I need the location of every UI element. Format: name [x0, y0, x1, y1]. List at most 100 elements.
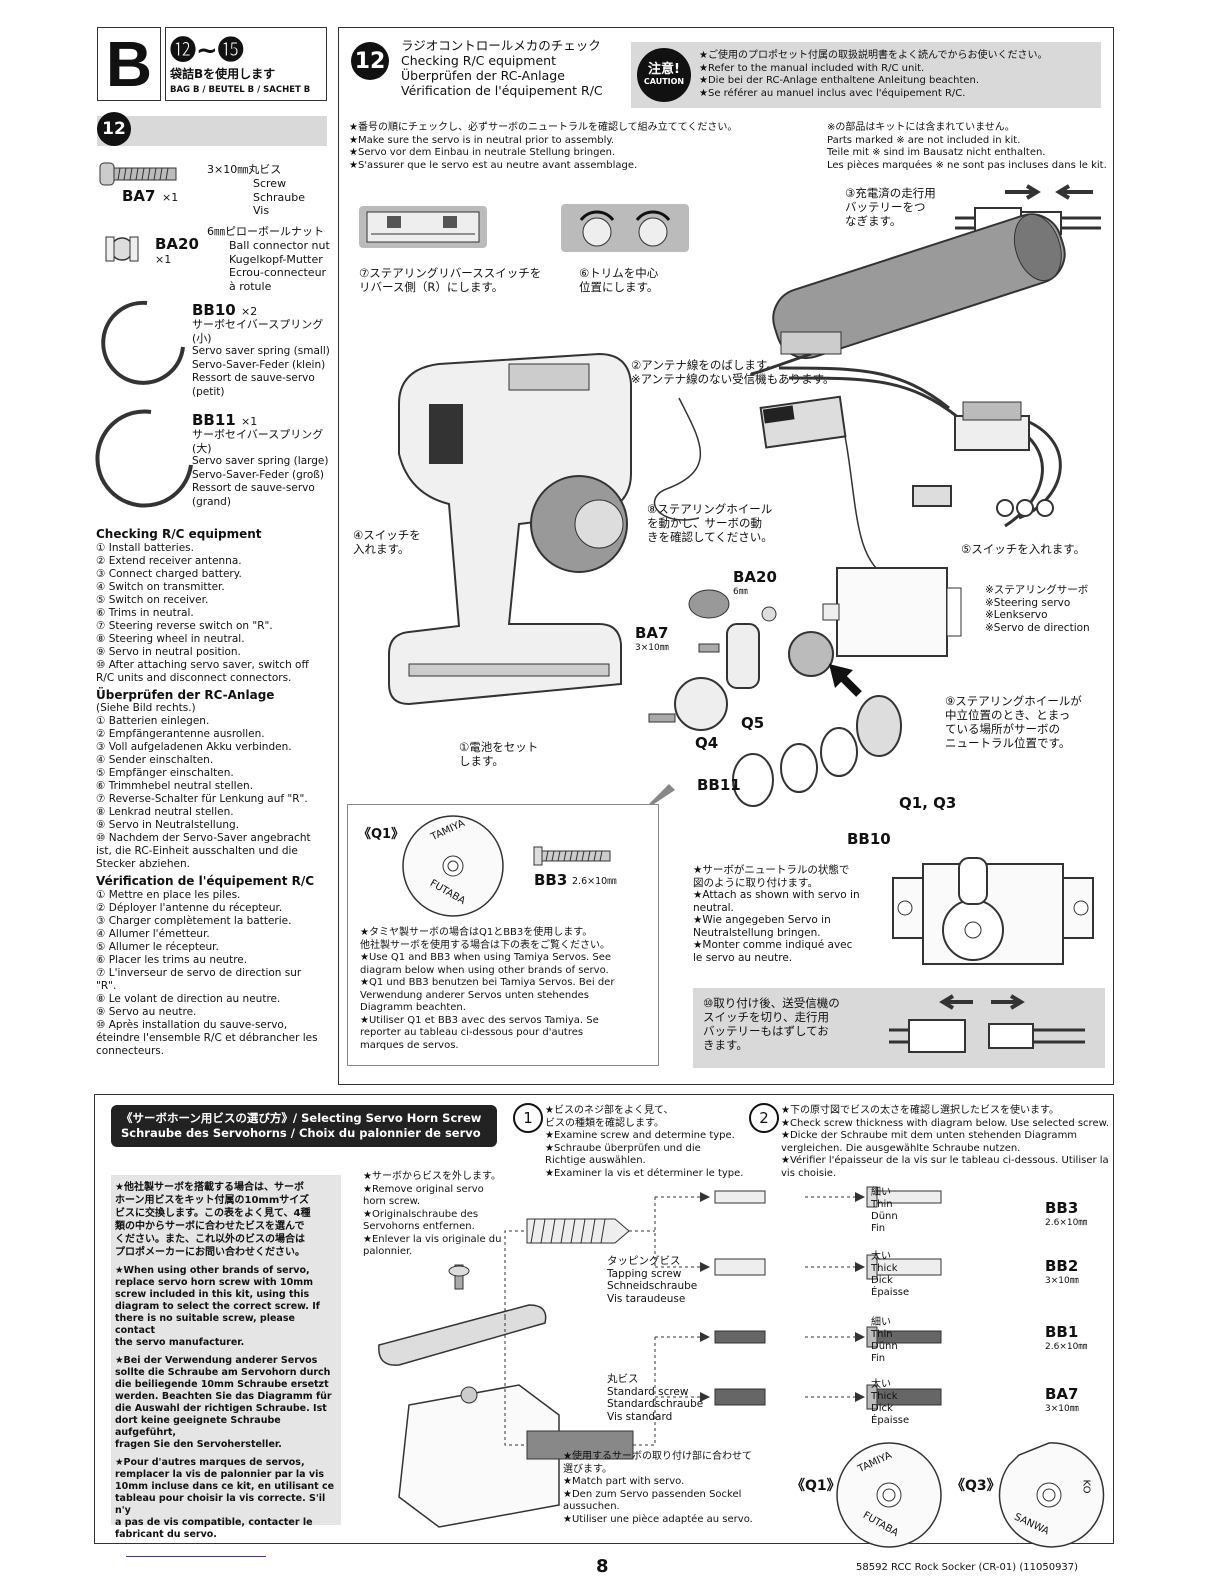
- part-code-bb11: BB11: [192, 411, 236, 429]
- check-title-de: Überprüfen der RC-Anlage: [96, 687, 275, 702]
- label-ba20-size: 6㎜: [733, 587, 748, 597]
- left-step-bar: 12: [97, 112, 327, 146]
- trim-knobs-illustration: [561, 204, 689, 252]
- part-qty-bb11: ×1: [241, 415, 258, 428]
- part-qty-bb10: ×2: [241, 305, 258, 318]
- label-bb11: BB11: [697, 776, 741, 794]
- callout-1: ①電池をセット します。: [459, 740, 539, 768]
- footer-rule: [126, 1556, 266, 1557]
- receiver-illustration: [759, 395, 847, 449]
- step1-number: 1: [513, 1103, 543, 1133]
- intro-de: ★Bei der Verwendung anderer Servos sollt…: [115, 1355, 332, 1450]
- result-code-bb2: BB2: [1045, 1257, 1079, 1275]
- bag-title-multi: BAG B / BEUTEL B / SACHET B: [170, 85, 311, 95]
- page-number: 8: [596, 1556, 609, 1577]
- callout-9: ⑨ステアリングホイールが 中立位置のとき、とまっ ている場所がサーボの ニュート…: [945, 694, 1082, 750]
- spring-large-bb11-icon: [95, 409, 193, 508]
- servo-horn-illustration: [378, 1264, 560, 1528]
- step1-text: ★ビスのネジ部をよく見て、 ビスの種類を確認します。 ★Examine scre…: [545, 1105, 744, 1179]
- bag-title-jp: 袋詰Bを使用します: [170, 67, 276, 81]
- check-lists: Checking R/C equipment ① Install batteri…: [96, 527, 336, 1058]
- label-bb10: BB10: [847, 830, 891, 848]
- bag-letter: B: [105, 28, 153, 100]
- intro-jp: ★他社製サーボを搭載する場合は、サーボ ホーン用ビスをキット付属の10mmサイズ…: [115, 1182, 311, 1258]
- part-desc-bb11: Servo saver spring (large) Servo-Saver-F…: [192, 455, 329, 508]
- tapping-screw-label: タッピングビス Tapping screw Schneidschraube Vi…: [607, 1255, 698, 1305]
- q1-tag: 《Q1》: [358, 827, 405, 842]
- standard-screw-label: 丸ビス Standard screw Standardschraube Vis …: [607, 1373, 704, 1423]
- label-q1q3: Q1, Q3: [899, 794, 957, 812]
- steering-servo-illustration: [822, 567, 962, 657]
- intro-en: ★When using other brands of servo, repla…: [115, 1265, 320, 1348]
- check-title-en: Checking R/C equipment: [96, 527, 262, 541]
- spring-small-bb10-icon: [101, 300, 185, 385]
- remove-screw-note: ★サーボからビスを外します。 ★Remove original servo ho…: [363, 1171, 502, 1257]
- caution-badge: 注意! CAUTION: [637, 48, 691, 102]
- part-size-bb11: サーボセイバースプリング (大): [192, 428, 324, 455]
- part-desc-ba7: Screw Schraube Vis: [253, 177, 305, 217]
- bottom-q1-tag: 《Q1》: [791, 1478, 841, 1494]
- callout-2: ②アンテナ線をのばします。 ※アンテナ線のない受信機もあります。: [631, 358, 835, 386]
- part-code-bb10: BB10: [192, 301, 236, 319]
- battery-pack-illustration: [750, 213, 1066, 376]
- esc-illustration: [954, 401, 1030, 451]
- bag-info-box: ⓬~⓯ 袋詰Bを使用します BAG B / BEUTEL B / SACHET …: [165, 27, 327, 101]
- screw-selection-diagram: [504, 1186, 942, 1460]
- bottom-q3-ko: KO: [1080, 1479, 1092, 1494]
- match-note: ★使用するサーボの取り付け部に合わせて 選びます。 ★Match part wi…: [563, 1451, 753, 1525]
- q1-bb3-size: 2.6×10㎜: [572, 876, 617, 887]
- part-qty-ba7: ×1: [162, 191, 179, 204]
- result-code-bb3: BB3: [1045, 1199, 1079, 1217]
- servo-horn-panel: 《サーボホーン用ビスの選び方》/ Selecting Servo Horn Sc…: [94, 1094, 1114, 1548]
- q1-info-box: 《Q1》 TAMIYA FUTABA BB3 2.6×10㎜ ★タミヤ製サーボの…: [347, 804, 659, 1066]
- caution-box: 注意! CAUTION ★ご使用のプロポセット付属の取扱説明書をよく読んでからお…: [631, 42, 1101, 108]
- label-ba20: BA20: [733, 568, 777, 586]
- transmitter-illustration: [388, 352, 632, 706]
- step12-panel: 12 ラジオコントロールメカのチェック Checking R/C equipme…: [338, 27, 1114, 1085]
- result-code-ba7: BA7: [1045, 1385, 1079, 1403]
- result-size-ba7: 3×10㎜: [1045, 1404, 1079, 1414]
- servo-horn-header: 《サーボホーン用ビスの選び方》/ Selecting Servo Horn Sc…: [111, 1105, 497, 1147]
- bottom-q3-disc: [998, 1442, 1105, 1548]
- callout-7: ⑦ステアリングリバーススイッチを リバース側（R）にします。: [359, 266, 542, 294]
- result-size-bb1: 2.6×10㎜: [1045, 1342, 1088, 1352]
- screw-bb3-icon: [533, 846, 611, 866]
- callout-3: ③充電済の走行用 バッテリーをつ なぎます。: [845, 186, 936, 228]
- check-title-fr: Vérification de l'équipement R/C: [96, 874, 315, 888]
- bottom-q3-tag: 《Q3》: [951, 1478, 1001, 1494]
- part-code-ba7: BA7: [122, 187, 156, 205]
- connect-arrows-icon: [1005, 184, 1093, 200]
- parts-list: BA7 ×1 3×10㎜丸ビス Screw Schraube Vis BA20 …: [95, 155, 335, 515]
- part-desc-bb10: Servo saver spring (small) Servo-Saver-F…: [192, 345, 330, 398]
- q1-bb3-code: BB3: [534, 871, 568, 889]
- footer-reference: 58592 RCC Rock Socker (CR-01) (11050937): [856, 1562, 1079, 1573]
- label-q5: Q5: [741, 714, 765, 732]
- callout-6: ⑥トリムを中心 位置にします。: [579, 266, 659, 294]
- q1-info-text: ★タミヤ製サーボの場合はQ1とBB3を使用します。 他社製サーボを使用する場合は…: [360, 927, 615, 1051]
- reverse-switch-illustration: [359, 206, 487, 248]
- part-qty-ba20: ×1: [155, 253, 172, 266]
- thin-label-2: 細い Thin Dünn Fin: [871, 1317, 898, 1364]
- note-left: ★番号の順にチェックし、必ずサーボのニュートラルを確認して組み立ててください。 …: [349, 122, 738, 171]
- callout-10: ⑩取り付け後、送受信機の スイッチを切り、走行用 バッテリーもはずしてお きます…: [703, 996, 840, 1052]
- part-code-ba20: BA20: [155, 235, 199, 253]
- intro-column: ★他社製サーボを搭載する場合は、サーボ ホーン用ビスをキット付属の10mmサイズ…: [111, 1175, 341, 1540]
- callout-5: ⑤スイッチを入れます。: [961, 542, 1086, 556]
- step-range: ⓬~⓯: [170, 36, 244, 66]
- bag-letter-box: B: [97, 27, 161, 101]
- attach-note: ★サーボがニュートラルの状態で 図のように取り付けます。 ★Attach as …: [693, 864, 860, 964]
- q1-disc-illustration: [402, 815, 504, 917]
- motor-connectors-icon: [996, 499, 1054, 517]
- disconnect-connector-icon: [889, 1019, 1085, 1053]
- result-size-bb3: 2.6×10㎜: [1045, 1218, 1088, 1228]
- bag-header: B ⓬~⓯ 袋詰Bを使用します BAG B / BEUTEL B / SACHE…: [97, 27, 327, 101]
- disconnect-arrows-icon: [939, 994, 1025, 1010]
- callout-4: ④スイッチを 入れます。: [353, 528, 421, 556]
- servo-saver-exploded: [639, 589, 902, 814]
- label-q4: Q4: [695, 734, 719, 752]
- caution-jp: 注意!: [648, 62, 680, 77]
- part-desc-ba20: Ball connector nut Kugelkopf-Mutter Ecro…: [229, 239, 330, 293]
- thin-label-1: 細い Thin Dünn Fin: [871, 1187, 898, 1234]
- servo-horn-header-text: 《サーボホーン用ビスの選び方》/ Selecting Servo Horn Sc…: [121, 1111, 482, 1140]
- check-body-de: (Siehe Bild rechts.) ① Batterien einlege…: [96, 702, 311, 870]
